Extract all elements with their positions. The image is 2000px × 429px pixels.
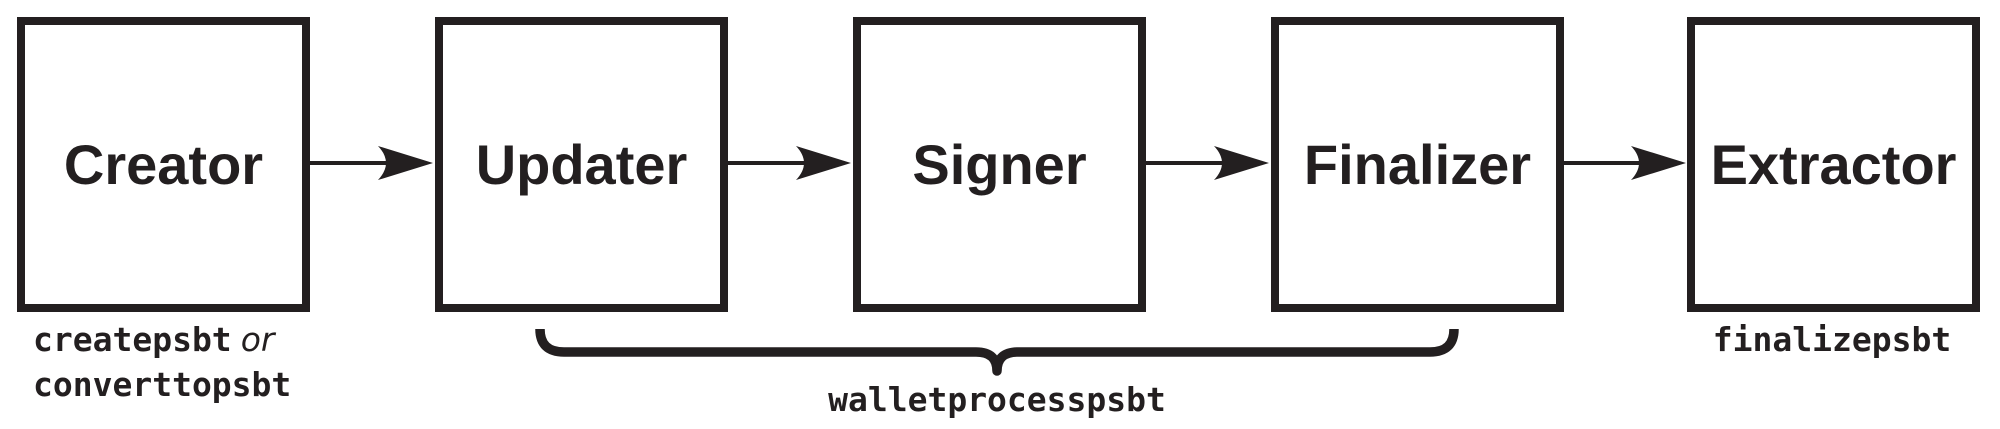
- arrow-finalizer-to-extractor-icon: [1563, 146, 1686, 180]
- stage-box-creator: Creator: [17, 17, 310, 312]
- stage-box-finalizer: Finalizer: [1271, 17, 1564, 312]
- arrow-creator-to-updater-icon: [310, 146, 433, 180]
- createpsbt-command-text: createpsbt: [33, 320, 232, 359]
- arrow-signer-to-finalizer-icon: [1146, 146, 1269, 180]
- converttopsbt-command-text: converttopsbt: [33, 365, 292, 404]
- stage-label-extractor: Extractor: [1710, 133, 1957, 196]
- arrow-updater-to-signer-icon: [728, 146, 851, 180]
- underbrace-icon: [535, 328, 1459, 376]
- or-conjunction-text: or: [240, 320, 275, 359]
- finalizepsbt-caption: finalizepsbt: [1712, 320, 1952, 359]
- stage-label-finalizer: Finalizer: [1303, 133, 1532, 196]
- walletprocesspsbt-caption: walletprocesspsbt: [828, 380, 1166, 419]
- stage-box-signer: Signer: [853, 17, 1146, 312]
- stage-box-updater: Updater: [435, 17, 728, 312]
- stage-label-creator: Creator: [63, 133, 264, 196]
- stage-label-signer: Signer: [912, 133, 1087, 196]
- stage-box-extractor: Extractor: [1687, 17, 1980, 312]
- stage-label-updater: Updater: [475, 133, 688, 196]
